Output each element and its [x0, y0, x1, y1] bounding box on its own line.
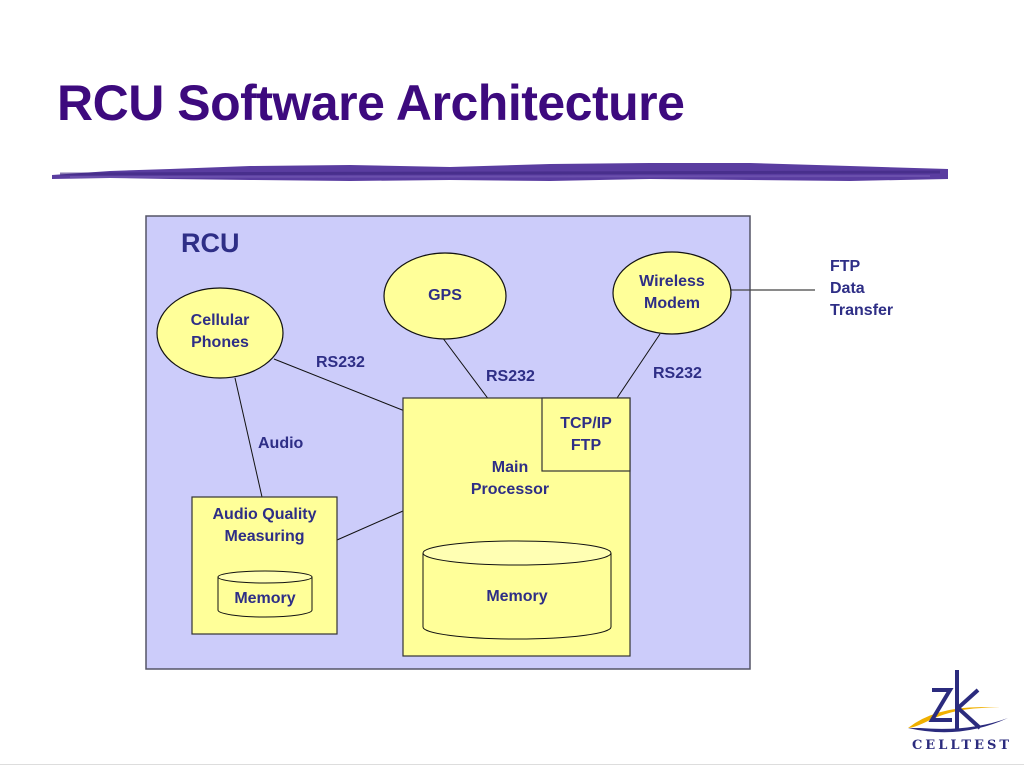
node-audio-quality-measuring — [191, 496, 338, 635]
node-tcpip-ftp — [541, 397, 631, 472]
edge-cellular-aqm — [234, 377, 263, 498]
node-wireless-modem — [612, 251, 732, 335]
main-memory-label: Memory — [486, 588, 548, 605]
cellular-phones-label: Cellular Phones — [190, 312, 250, 351]
edge-modem-tcpip — [610, 333, 661, 408]
node-cellular-phones — [156, 287, 284, 379]
edge-label-cellular-rs232: RS232 — [316, 354, 365, 371]
celltest-logo-text: CELLTEST — [911, 738, 1013, 753]
edge-label-audio: Audio — [258, 435, 304, 452]
gps-label: GPS — [428, 287, 462, 304]
rcu-label: RCU — [181, 228, 240, 258]
aqm-memory-cylinder — [217, 570, 313, 618]
main-memory-cylinder — [422, 540, 612, 640]
edge-label-gps-rs232: RS232 — [486, 368, 535, 385]
aqm-label: Audio Quality Measuring — [212, 506, 317, 545]
edge-label-modem-rs232: RS232 — [653, 365, 702, 382]
slide-title: RCU Software Architecture — [57, 75, 685, 131]
node-gps — [383, 252, 507, 340]
title-underline-brushstroke — [52, 163, 948, 181]
aqm-memory-label: Memory — [234, 590, 296, 607]
footer-divider — [0, 764, 1024, 765]
main-processor-label: Main Processor — [470, 459, 550, 498]
edge-aqm-main — [336, 510, 404, 541]
tcpip-ftp-label: TCP/IP FTP — [560, 415, 612, 454]
wireless-modem-label: Wireless Modem — [639, 273, 705, 312]
external-ftp-data-transfer-label: FTP Data Transfer — [830, 258, 894, 319]
celltest-logo-icon — [908, 670, 1008, 733]
